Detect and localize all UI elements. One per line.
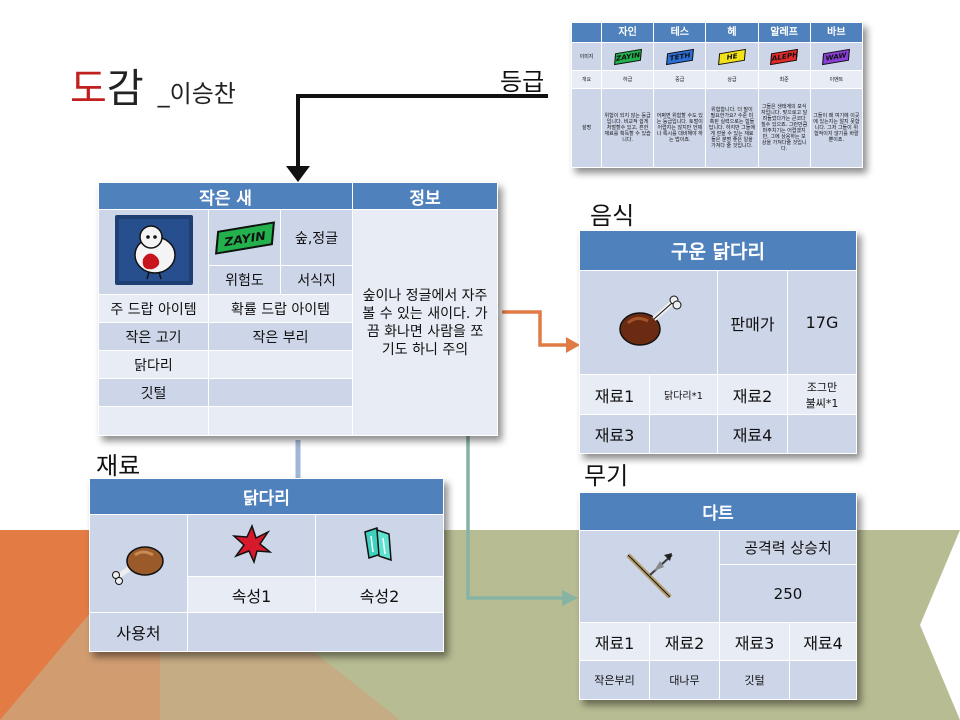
material-label: 재료: [96, 452, 141, 480]
food-mat2-value: 조그만 불씨*1: [787, 374, 857, 415]
drumstick-icon: [111, 545, 164, 585]
grade-desc: 그들이 왜 여기에 이곳에 있는지는 알지 못합니다. 그저 그들이 위험적이지…: [809, 88, 864, 168]
main-drop-item: 깃털: [98, 378, 209, 407]
grade-row-label: 설명: [571, 88, 602, 168]
food-label: 음식: [590, 202, 635, 230]
page-subtitle: _이승찬: [157, 80, 236, 108]
dart-icon: [625, 552, 673, 599]
material-image: [89, 514, 188, 613]
page-title: 도감_이승찬: [70, 66, 236, 112]
roasted-drumstick-icon: [618, 295, 681, 346]
material-name: 닭다리: [89, 478, 444, 515]
grade-header: 알레프: [757, 22, 811, 43]
creature-image: [98, 209, 209, 295]
food-card: 구운 닭다리 판매가 17G 재료1 닭다리*1 재료2 조그만 불씨*1: [579, 230, 857, 454]
food-mat3-label: 재료3: [579, 414, 650, 454]
small-bird-icon: [114, 215, 193, 285]
attribute1-image: [187, 514, 316, 577]
weapon-mat-label: 재료3: [719, 622, 790, 661]
grade-desc: 위험이 되지 않는 등급입니다. 비교적 쉽게 처벌할수 있고, 흔한 재료를 …: [600, 88, 655, 168]
grade-header: 테스: [653, 22, 707, 43]
attribute2-image: [315, 514, 444, 577]
grade-row-label: 이미지: [571, 42, 602, 71]
main-drop-item: 작은 고기: [98, 322, 209, 351]
food-mat1-label: 재료1: [579, 374, 650, 415]
crystal-icon: [363, 526, 392, 561]
burst-icon: [231, 523, 272, 564]
zayin-badge-icon: ZAYIN: [214, 220, 275, 255]
creature-info-text: 숲이나 정글에서 자주 볼 수 있는 새이다. 가끔 화나면 사람을 쪼기도 하…: [352, 209, 498, 436]
grade-summary: 하급: [600, 70, 655, 89]
food-name: 구운 닭다리: [579, 230, 857, 271]
aleph-badge-icon: ALEPH: [770, 48, 799, 65]
attribute1-label: 속성1: [187, 576, 316, 613]
grade-desc: 어쩌면 위험할 수도 있는 등급입니다. 토벌이 어렵지는 않지만 언제나 록시…: [653, 88, 707, 168]
grade-summary: 최준: [757, 70, 811, 89]
chance-drop-label: 확률 드랍 아이템: [207, 294, 354, 323]
weapon-mat-label: 재료1: [579, 622, 650, 661]
danger-label: 위험도: [208, 265, 281, 295]
weapon-mat-value: 깃털: [719, 660, 790, 700]
grade-summary: 이벤트: [809, 70, 864, 89]
main-drop-label: 주 드랍 아이템: [98, 294, 209, 323]
grade-summary: 상급: [705, 70, 759, 89]
creature-name: 작은 새: [97, 182, 354, 210]
grade-table: 자인 테스 헤 알레프 바브 이미지 ZAYIN TETH HE ALEPH W…: [571, 22, 864, 168]
chance-drop-item: 작은 부리: [207, 322, 354, 351]
weapon-name: 다트: [579, 492, 857, 531]
food-mat2-label: 재료2: [717, 374, 788, 415]
attack-label: 공격력 상승치: [719, 530, 857, 565]
weapon-mat-label: 재료2: [649, 622, 720, 661]
main-drop-item: 닭다리: [98, 350, 209, 379]
grade-summary: 중급: [653, 70, 707, 89]
habitat-label: 서식지: [279, 265, 354, 295]
price-value: 17G: [787, 270, 857, 375]
weapon-mat-label: 재료4: [789, 622, 857, 661]
he-badge-icon: HE: [718, 48, 746, 65]
grade-label: 등급: [500, 68, 545, 96]
weapon-mat-value: [789, 660, 857, 700]
grade-header: 바브: [809, 22, 864, 43]
waw-badge-icon: WAW: [822, 48, 851, 65]
zayin-badge-icon: ZAYIN: [613, 48, 642, 65]
price-label: 판매가: [717, 270, 788, 375]
grade-header: 헤: [705, 22, 759, 43]
food-mat1-value: 닭다리*1: [649, 374, 718, 415]
grade-row-label: 개요: [571, 70, 602, 89]
material-card: 닭다리: [89, 478, 444, 652]
background-triangle-right: [920, 530, 960, 720]
creature-card: 작은 새 정보 ZAYIN 숲,정글 숲이나 정글에서 자주 볼 수: [97, 182, 498, 436]
weapon-mat-value: 대나무: [649, 660, 720, 700]
grade-desc: 위험합니다. 더 말이 필요한가요? 수준 미혹된 실력으로는 힘들답니다. 하…: [705, 88, 759, 168]
habitat-value: 숲,정글: [279, 209, 354, 266]
usage-label: 사용처: [89, 612, 188, 652]
teth-badge-icon: TETH: [665, 48, 694, 65]
arrow-grade-to-creature: [296, 94, 548, 168]
attribute2-label: 속성2: [315, 576, 444, 613]
info-header: 정보: [352, 182, 498, 210]
weapon-label: 무기: [584, 462, 629, 490]
arrow-creature-to-food: [502, 310, 570, 347]
food-mat4-label: 재료4: [717, 414, 788, 454]
weapon-image: [579, 530, 720, 623]
grade-header: 자인: [600, 22, 655, 43]
weapon-mat-value: 작은부리: [579, 660, 650, 700]
grade-desc: 그들은 생태계의 포식자입니다. 맞으로고 달려들었다가는 큰코다칠수 있으죠.…: [757, 88, 811, 168]
attack-value: 250: [719, 564, 857, 623]
weapon-card: 다트 공격력 상승치 250 재료1 재료2 재료3 재료4: [579, 492, 857, 700]
food-image: [579, 270, 718, 375]
